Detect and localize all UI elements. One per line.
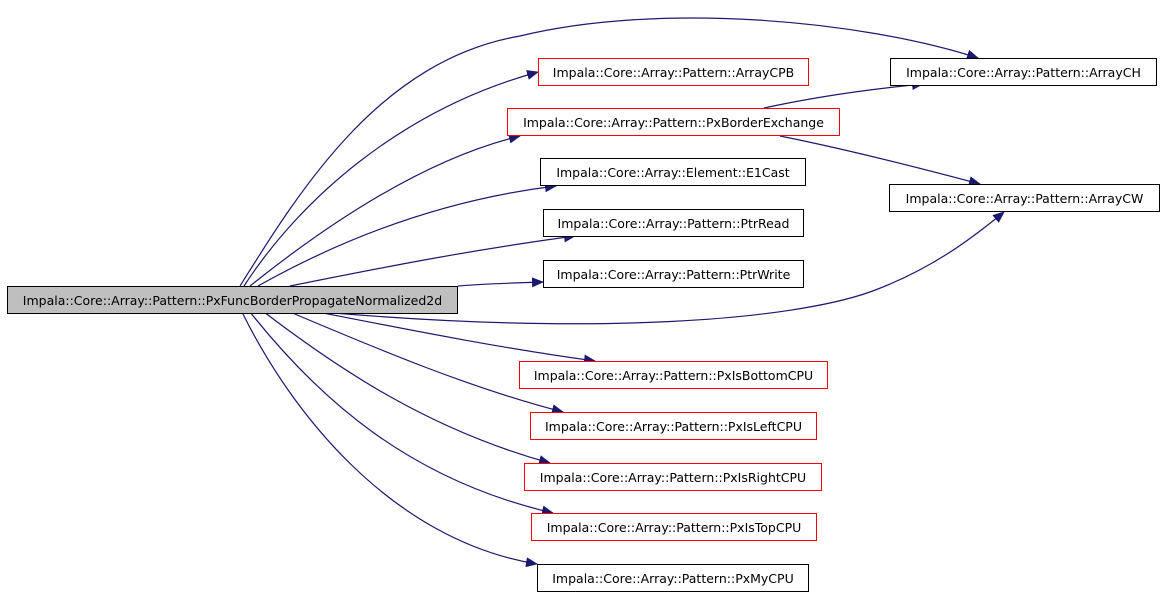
edge-pxborder-arraycw xyxy=(779,135,981,186)
edge-root-bottom xyxy=(317,311,596,365)
edge-root-pxborder xyxy=(249,133,521,287)
root-node: Impala::Core::Array::Pattern::PxFuncBord… xyxy=(7,286,458,314)
edge-pxborder-arraych xyxy=(763,80,924,109)
node-pxisrightcpu[interactable]: Impala::Core::Array::Pattern::PxIsRightC… xyxy=(524,463,822,491)
edge-root-e1cast xyxy=(257,182,557,287)
node-arraycw[interactable]: Impala::Core::Array::Pattern::ArrayCW xyxy=(889,184,1160,212)
edge-root-top xyxy=(249,311,554,516)
edge-root-right xyxy=(263,311,551,465)
edge-root-ptrread xyxy=(289,232,576,287)
node-pxistopcpu[interactable]: Impala::Core::Array::Pattern::PxIsTopCPU xyxy=(531,513,817,541)
node-e1cast[interactable]: Impala::Core::Array::Element::E1Cast xyxy=(540,158,806,186)
node-arraych[interactable]: Impala::Core::Array::Pattern::ArrayCH xyxy=(890,58,1157,86)
edge-root-left xyxy=(289,311,564,415)
node-ptrwrite[interactable]: Impala::Core::Array::Pattern::PtrWrite xyxy=(543,260,804,288)
node-arraycpb[interactable]: Impala::Core::Array::Pattern::ArrayCPB xyxy=(538,58,809,86)
edge-root-arraycw xyxy=(321,211,1005,325)
node-pxisbottomcpu[interactable]: Impala::Core::Array::Pattern::PxIsBottom… xyxy=(519,361,828,389)
node-pxmycpu[interactable]: Impala::Core::Array::Pattern::PxMyCPU xyxy=(537,564,809,592)
node-pxisleftcpu[interactable]: Impala::Core::Array::Pattern::PxIsLeftCP… xyxy=(530,412,817,440)
edge-root-ptrwrite xyxy=(457,277,544,288)
node-pxborderexchange[interactable]: Impala::Core::Array::Pattern::PxBorderEx… xyxy=(507,108,840,136)
edge-root-arraycpb xyxy=(243,70,539,287)
node-ptrread[interactable]: Impala::Core::Array::Pattern::PtrRead xyxy=(543,209,804,237)
edge-root-arraych xyxy=(239,17,979,287)
edge-root-mycpu xyxy=(241,311,538,568)
